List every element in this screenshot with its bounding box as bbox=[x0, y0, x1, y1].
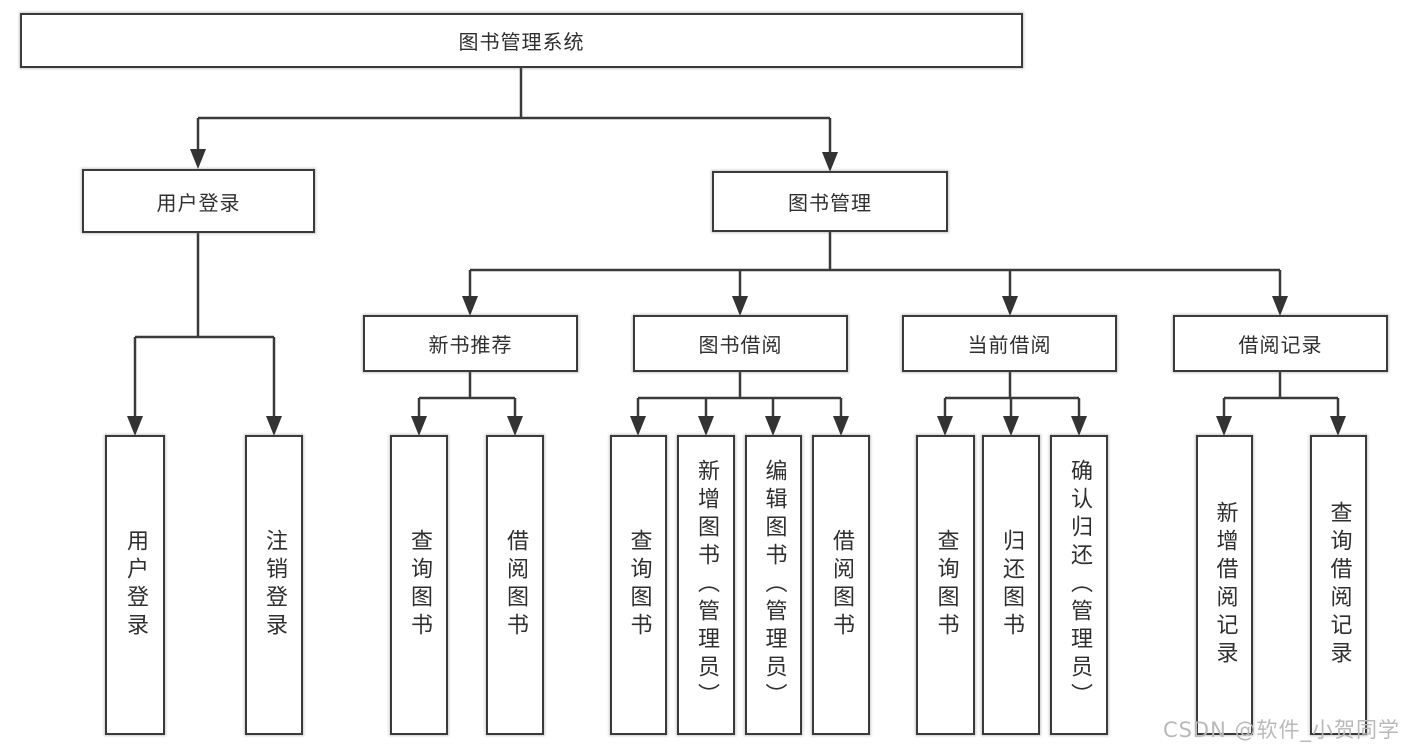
leaf-label: 归还图书 bbox=[999, 529, 1024, 641]
arrowhead bbox=[462, 296, 478, 316]
arrowhead bbox=[1216, 416, 1232, 436]
leaf-query-borrow-record: 查询借阅记录 bbox=[1310, 435, 1367, 735]
node-book-borrowing: 图书借阅 bbox=[633, 315, 848, 372]
leaf-label: 用户登录 bbox=[123, 529, 148, 641]
arrowhead bbox=[507, 416, 523, 436]
arrowhead bbox=[1272, 296, 1288, 316]
leaf-query-books: 查询图书 bbox=[390, 435, 448, 735]
arrowhead bbox=[822, 152, 838, 172]
arrowhead bbox=[190, 149, 206, 169]
arrowhead bbox=[765, 416, 781, 436]
leaf-label: 编辑图书（管理员） bbox=[761, 459, 787, 711]
arrowhead bbox=[833, 416, 849, 436]
leaf-label: 确认归还（管理员） bbox=[1067, 459, 1092, 711]
arrowhead bbox=[1002, 296, 1018, 316]
leaf-confirm-return-admin: 确认归还（管理员） bbox=[1050, 435, 1108, 735]
node-book-management-branch: 图书管理 bbox=[712, 171, 948, 232]
leaf-label: 查询图书 bbox=[933, 529, 959, 641]
arrowhead bbox=[411, 416, 427, 436]
arrowhead bbox=[1330, 416, 1346, 436]
leaf-edit-books-admin: 编辑图书（管理员） bbox=[745, 435, 802, 735]
leaf-label: 查询图书 bbox=[407, 529, 432, 641]
arrowhead bbox=[127, 416, 143, 436]
leaf-label: 借阅图书 bbox=[503, 529, 528, 641]
arrowhead bbox=[1071, 416, 1087, 436]
leaf-label: 新增图书（管理员） bbox=[694, 459, 719, 711]
leaf-label: 查询图书 bbox=[626, 529, 652, 641]
node-user-login-branch: 用户登录 bbox=[82, 169, 315, 233]
leaf-borrow-books: 借阅图书 bbox=[812, 435, 870, 735]
node-borrowing-records: 借阅记录 bbox=[1173, 315, 1388, 372]
arrowhead bbox=[698, 416, 714, 436]
arrowhead bbox=[732, 296, 748, 316]
leaf-logout: 注销登录 bbox=[245, 435, 303, 735]
leaf-add-borrow-record: 新增借阅记录 bbox=[1196, 435, 1253, 735]
arrowhead bbox=[266, 416, 282, 436]
leaf-label: 查询借阅记录 bbox=[1326, 501, 1352, 669]
leaf-return-books: 归还图书 bbox=[982, 435, 1040, 735]
leaf-query-books: 查询图书 bbox=[610, 435, 667, 735]
arrowhead bbox=[1003, 416, 1019, 436]
arrowhead bbox=[630, 416, 646, 436]
leaf-borrow-books: 借阅图书 bbox=[486, 435, 544, 735]
node-new-book-recommend: 新书推荐 bbox=[363, 315, 578, 372]
leaf-label: 注销登录 bbox=[262, 529, 287, 641]
arrowhead bbox=[937, 416, 953, 436]
leaf-user-login: 用户登录 bbox=[105, 435, 165, 735]
arrowheads bbox=[127, 149, 1346, 436]
node-current-borrowing: 当前借阅 bbox=[902, 315, 1117, 372]
csdn-watermark: CSDN @软件_小贺同学 bbox=[1162, 718, 1400, 742]
leaf-query-books: 查询图书 bbox=[916, 435, 975, 735]
leaf-label: 借阅图书 bbox=[829, 529, 854, 641]
node-library-management-system: 图书管理系统 bbox=[20, 13, 1023, 68]
connector-paths bbox=[133, 68, 1340, 417]
leaf-add-books-admin: 新增图书（管理员） bbox=[677, 435, 735, 735]
leaf-label: 新增借阅记录 bbox=[1212, 501, 1238, 669]
